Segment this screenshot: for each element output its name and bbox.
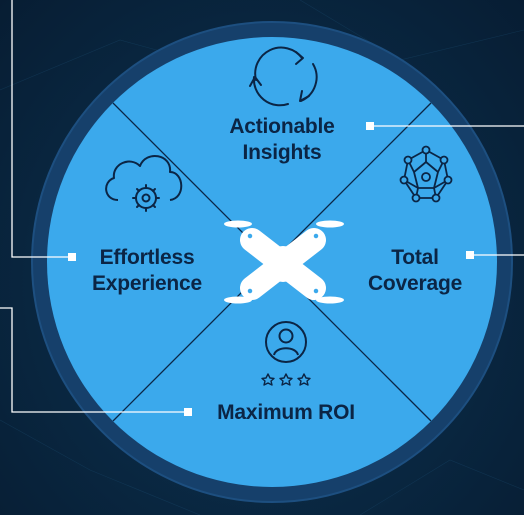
connector-maximum-roi — [0, 307, 188, 413]
cycle-arrows-icon — [249, 46, 318, 107]
connectors — [0, 0, 524, 412]
actionable-insights-line1: Actionable — [229, 115, 335, 138]
network-globe-icon — [399, 145, 453, 203]
section-title-effortless-experience: Effortless Experience — [72, 245, 222, 297]
section-title-maximum-roi: Maximum ROI — [196, 400, 376, 426]
total-coverage-line1: Total — [391, 246, 439, 269]
drone-icon — [224, 220, 344, 304]
connector-nodes — [68, 122, 474, 416]
maximum-roi-line1: Maximum ROI — [217, 401, 355, 424]
connector-effortless-experience — [11, 0, 72, 258]
section-title-actionable-insights: Actionable Insights — [212, 114, 352, 166]
user-rating-icon — [261, 321, 311, 386]
section-title-total-coverage: Total Coverage — [360, 245, 470, 297]
total-coverage-line2: Coverage — [367, 272, 463, 295]
effortless-experience-line1: Effortless — [99, 246, 195, 269]
cloud-gear-icon — [105, 155, 183, 212]
actionable-insights-line2: Insights — [242, 141, 322, 164]
effortless-experience-line2: Experience — [91, 272, 203, 295]
